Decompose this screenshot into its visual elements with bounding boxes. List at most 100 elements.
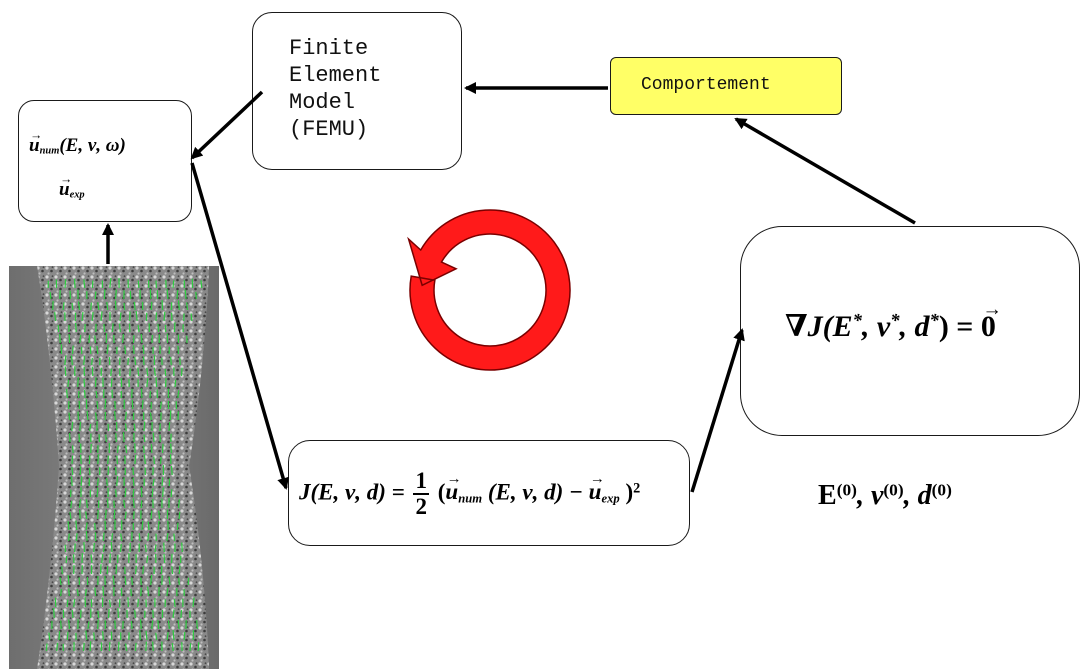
displacement-vector — [105, 510, 106, 519]
displacement-vector — [159, 511, 160, 519]
displacement-vector — [143, 566, 144, 574]
displacement-vector — [125, 576, 126, 585]
displacement-vector — [114, 501, 115, 509]
displacement-vector — [68, 521, 69, 530]
displacement-vector — [76, 323, 77, 332]
displacement-vector — [61, 621, 62, 630]
displacement-vector — [179, 578, 180, 585]
displacement-vector — [76, 521, 77, 531]
displacement-vector — [168, 521, 169, 530]
displacement-vector — [166, 378, 167, 387]
displacement-vector — [69, 413, 70, 420]
displacement-vector — [86, 523, 87, 531]
displacement-vector — [116, 433, 117, 442]
displacement-vector — [103, 586, 104, 596]
displacement-vector — [177, 290, 178, 299]
displacement-vector — [75, 279, 76, 288]
specimen-image — [9, 266, 219, 669]
displacement-vector — [103, 533, 104, 542]
displacement-vector — [171, 357, 172, 365]
displacement-vector — [92, 367, 93, 376]
displacement-vector — [81, 476, 82, 486]
displacement-vector — [120, 312, 121, 321]
star-nu: * — [890, 311, 899, 332]
displacement-vector — [80, 510, 81, 519]
displacement-vector — [135, 357, 136, 365]
displacement-vector — [169, 422, 170, 431]
init-d-sup: (0) — [932, 480, 952, 499]
displacement-vector — [98, 454, 99, 464]
displacement-vector — [177, 523, 178, 530]
displacement-vector — [181, 610, 182, 618]
displacement-vector — [118, 555, 119, 563]
displacement-vector — [50, 292, 51, 299]
displacement-vector — [117, 456, 118, 464]
displacement-vector — [95, 292, 96, 299]
u-num-args: (E, ν, ω) — [59, 135, 126, 156]
displacement-vector — [69, 334, 70, 343]
displacement-vector — [104, 289, 105, 299]
displacement-vector — [134, 511, 135, 519]
displacement-vector — [118, 642, 119, 651]
displacement-vector — [112, 533, 113, 541]
displacement-vector — [163, 487, 164, 497]
displacement-vector — [81, 455, 82, 465]
displacement-vector — [174, 534, 175, 541]
displacement-vector — [103, 631, 104, 640]
displacement-vector — [111, 369, 112, 376]
displacement-vector — [134, 424, 135, 431]
displacement-vector — [63, 302, 64, 310]
displacement-vector — [147, 556, 148, 563]
displacement-vector — [142, 400, 143, 409]
displacement-vector — [78, 377, 79, 387]
displacement-vector — [116, 489, 117, 497]
displacement-vector — [60, 334, 61, 343]
displacement-vector — [153, 433, 154, 443]
displacement-vector — [59, 631, 60, 640]
displacement-vector — [98, 619, 99, 629]
displacement-vector — [158, 620, 159, 629]
displacement-vector — [141, 588, 142, 596]
displacement-vector — [131, 621, 132, 629]
displacement-vector — [86, 531, 87, 541]
displacement-vector — [61, 589, 62, 596]
displacement-vector — [196, 292, 197, 299]
displacement-vector — [185, 290, 186, 299]
displacement-vector — [141, 334, 142, 343]
displacement-vector — [85, 324, 86, 332]
nabla-symbol: ∇ — [785, 310, 808, 343]
displacement-vector — [163, 444, 164, 453]
gradient-nu: , ν — [862, 310, 890, 343]
displacement-vector — [144, 357, 145, 366]
cost-power: 2 — [633, 480, 640, 496]
init-E: E — [818, 480, 837, 511]
displacement-vector — [172, 554, 173, 563]
u-num-formula: unum(E, ν, ω) — [29, 135, 126, 157]
displacement-vector — [126, 423, 127, 431]
displacement-vector — [190, 643, 191, 651]
displacement-vector — [118, 608, 119, 618]
displacement-vector — [91, 303, 92, 310]
displacement-vector — [174, 322, 175, 332]
displacement-vector — [146, 642, 147, 651]
displacement-vector — [65, 279, 66, 288]
displacement-vector — [106, 435, 107, 443]
cost-u-exp-subscript: exp — [601, 492, 619, 506]
displacement-vector — [111, 542, 112, 552]
gradient-box: ∇J(E*, ν*, d*) = 0 — [740, 226, 1080, 436]
displacement-vector — [120, 324, 121, 333]
init-nu: , ν — [857, 480, 883, 511]
displacement-vector — [69, 619, 70, 629]
displacement-vector — [161, 457, 162, 464]
u-exp-formula: uexp — [59, 179, 85, 201]
displacement-vector — [98, 611, 99, 618]
displacement-vector — [178, 390, 179, 398]
cost-u-num-subscript: num — [458, 492, 482, 506]
one-half-fraction: 12 — [413, 469, 429, 519]
displacement-vector — [125, 346, 126, 354]
displacement-vector — [85, 390, 86, 398]
displacement-vector — [136, 566, 137, 574]
displacement-vector — [144, 422, 145, 431]
displacement-vector — [72, 456, 73, 464]
displacement-vector — [54, 608, 55, 618]
